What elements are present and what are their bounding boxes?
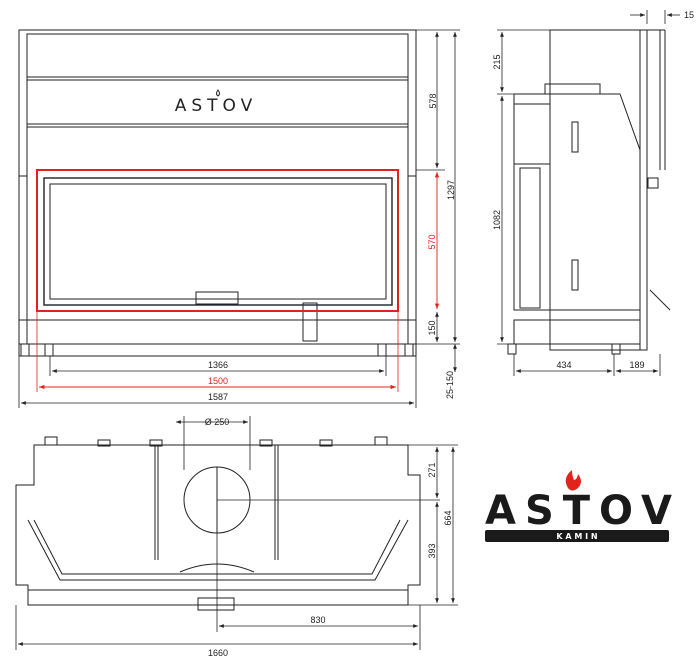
dim-393: 393 [427, 543, 437, 558]
logo-flame-icon [565, 470, 581, 491]
dim-150: 150 [427, 320, 437, 335]
opening-highlight [36, 169, 399, 312]
side-body [513, 93, 641, 311]
top-view [15, 436, 421, 611]
glass-inner [49, 183, 387, 300]
side-base [513, 319, 641, 345]
dim-1660: 1660 [208, 648, 228, 658]
front-brand-label: ASTOV [175, 96, 258, 116]
glass-door [43, 177, 393, 306]
side-glass [519, 167, 541, 309]
foot-1 [20, 343, 30, 357]
dim-578: 578 [428, 93, 438, 108]
dim-271: 271 [427, 462, 437, 477]
dim-570: 570 [427, 234, 437, 249]
dim-189: 189 [629, 360, 644, 370]
dim-15: 15 [684, 10, 694, 20]
air-intake [302, 302, 318, 342]
front-flame-icon [216, 89, 220, 97]
top-handle [197, 597, 235, 611]
foot-3 [377, 343, 387, 357]
front-vertical-dims [416, 29, 460, 372]
dim-250: Ø 250 [205, 417, 230, 427]
dim-664: 664 [443, 510, 453, 525]
door-handle [195, 291, 239, 305]
foot-4 [404, 343, 414, 357]
front-view [18, 29, 417, 357]
top-dims [15, 416, 458, 650]
dim-1587: 1587 [208, 392, 228, 402]
side-top-block [513, 103, 551, 165]
dim-1366: 1366 [208, 360, 228, 370]
dim-25-150: 25-150 [445, 371, 455, 399]
logo-bar [485, 530, 669, 542]
dim-1500: 1500 [208, 376, 228, 386]
dim-830: 830 [310, 615, 325, 625]
logo-subtitle: K A M I N [556, 532, 597, 541]
dim-434: 434 [556, 360, 571, 370]
front-outer-frame [18, 29, 417, 357]
side-dims [497, 10, 680, 376]
dim-1082: 1082 [492, 210, 502, 230]
logo-name: ASTOV [485, 488, 681, 534]
dim-215: 215 [492, 54, 502, 69]
front-horizontal-dims [18, 356, 417, 408]
top-outline [15, 444, 421, 606]
dim-1297: 1297 [446, 180, 456, 200]
astov-logo: ASTOV K A M I N [485, 470, 681, 542]
side-frame [549, 29, 648, 351]
foot-2 [44, 343, 54, 357]
side-view [507, 29, 671, 355]
